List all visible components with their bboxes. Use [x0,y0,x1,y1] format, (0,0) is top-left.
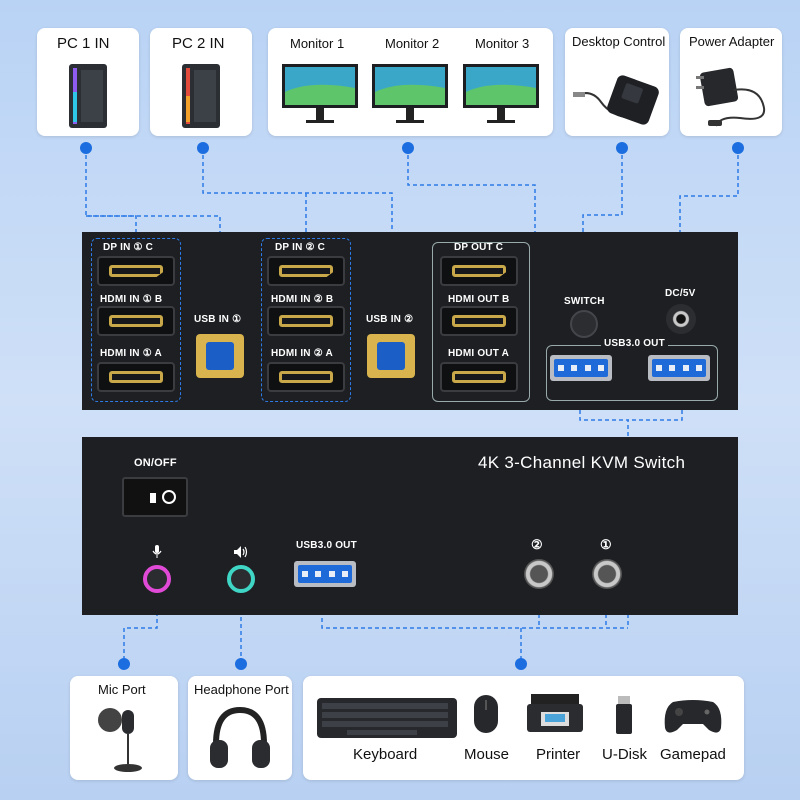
connector-dot [235,658,247,670]
usb-in-2-port[interactable] [367,334,415,378]
mouse-label: Mouse [464,746,510,763]
hdmi-in-2b-port[interactable] [267,306,345,336]
usb3-out-back-label: USB3.0 OUT [601,338,668,349]
switch-jack[interactable] [570,310,598,338]
keyboard-label: Keyboard [353,746,418,763]
pc1-label: PC 1 IN [57,35,110,52]
switch-button-1[interactable] [592,559,622,589]
microphone-stand-icon [98,708,142,772]
monitor-icon [463,64,539,123]
headphone-port-label: Headphone Port [194,682,289,697]
switch-button-2[interactable] [524,559,554,589]
connector-dot [80,142,92,154]
dc-jack[interactable] [666,304,696,334]
usb-in-1-label: USB IN ① [194,314,242,325]
dp-in-1-port[interactable] [97,256,175,286]
desktop-control-card: Desktop Control [565,28,669,136]
printer-label: Printer [536,746,581,763]
speaker-icon [234,546,248,558]
connector-dot [197,142,209,154]
on-off-label: ON/OFF [134,457,177,469]
connector-dot [118,658,130,670]
monitor2-label: Monitor 2 [385,36,440,51]
mic-jack[interactable] [143,565,171,593]
product-title: 4K 3-Channel KVM Switch [478,453,686,472]
gamepad-label: Gamepad [660,746,726,763]
printer-icon [527,694,583,732]
udisk-label: U-Disk [602,746,647,763]
hdmi-in-2a-label: HDMI IN ② A [271,348,333,359]
usb-in-2-label: USB IN ② [366,314,414,325]
pc2-label: PC 2 IN [172,35,225,52]
monitors-card: Monitor 1 Monitor 2 Monitor 3 [268,28,553,136]
connector-dot [515,658,527,670]
hdmi-in-1a-port[interactable] [97,362,175,392]
dp-in-1-label: DP IN ① C [103,242,154,253]
dp-out-port[interactable] [440,256,518,286]
hdmi-out-b-label: HDMI OUT B [448,294,510,305]
microphone-icon [152,545,162,558]
usb3-out-back-port-1[interactable] [550,355,612,381]
desktop-control-icon [573,75,659,125]
dp-in-2-label: DP IN ② C [275,242,326,253]
hdmi-out-a-port[interactable] [440,362,518,392]
usb-in-1-port[interactable] [196,334,244,378]
output-port-group [432,242,530,402]
connector-dot [732,142,744,154]
hdmi-in-1b-label: HDMI IN ① B [100,294,163,305]
back-panel: DP IN ① C HDMI IN ① B HDMI IN ① A USB IN… [82,232,738,410]
power-switch[interactable] [122,477,188,517]
front-panel: 4K 3-Channel KVM Switch ON/OFF USB3.0 OU… [82,437,738,615]
usb-drive-icon [616,696,632,734]
button-1-label: ① [600,537,612,552]
monitor-icon [372,64,448,123]
usb3-out-front-label: USB3.0 OUT [296,540,357,551]
power-adapter-icon [696,67,766,127]
keyboard-icon [317,698,457,738]
pc1-port-group [91,238,181,402]
hdmi-in-1a-label: HDMI IN ① A [100,348,162,359]
pc2-port-group [261,238,351,402]
dp-out-label: DP OUT C [454,242,504,253]
button-2-label: ② [531,537,543,552]
hdmi-in-2b-label: HDMI IN ② B [271,294,334,305]
headphone-port-card: Headphone Port [188,676,292,780]
peripherals-card: Keyboard Mouse Printer U-Disk Gamepad [303,676,744,780]
hdmi-out-b-port[interactable] [440,306,518,336]
power-adapter-label: Power Adapter [689,34,775,49]
dc-5v-label: DC/5V [665,288,696,299]
pc2-card: PC 2 IN [150,28,252,136]
gamepad-icon [664,700,722,733]
usb3-out-back-port-2[interactable] [648,355,710,381]
hdmi-out-a-label: HDMI OUT A [448,348,510,359]
desktop-control-label: Desktop Control [572,34,666,49]
connector-dot [616,142,628,154]
usb3-out-front-port[interactable] [294,561,356,587]
headphones-icon [210,706,270,768]
hdmi-in-2a-port[interactable] [267,362,345,392]
switch-label: SWITCH [564,296,605,307]
mouse-icon [474,695,498,733]
dp-in-2-port[interactable] [267,256,345,286]
pc-tower-icon [69,64,107,128]
pc1-card: PC 1 IN [37,28,139,136]
connector-dot [402,142,414,154]
monitor3-label: Monitor 3 [475,36,530,51]
mic-port-label: Mic Port [98,682,146,697]
pc-tower-icon [182,64,220,128]
monitor1-label: Monitor 1 [290,36,345,51]
mic-port-card: Mic Port [70,676,178,780]
monitor-icon [282,64,358,123]
hdmi-in-1b-port[interactable] [97,306,175,336]
headphone-jack[interactable] [227,565,255,593]
power-adapter-card: Power Adapter [680,28,782,136]
